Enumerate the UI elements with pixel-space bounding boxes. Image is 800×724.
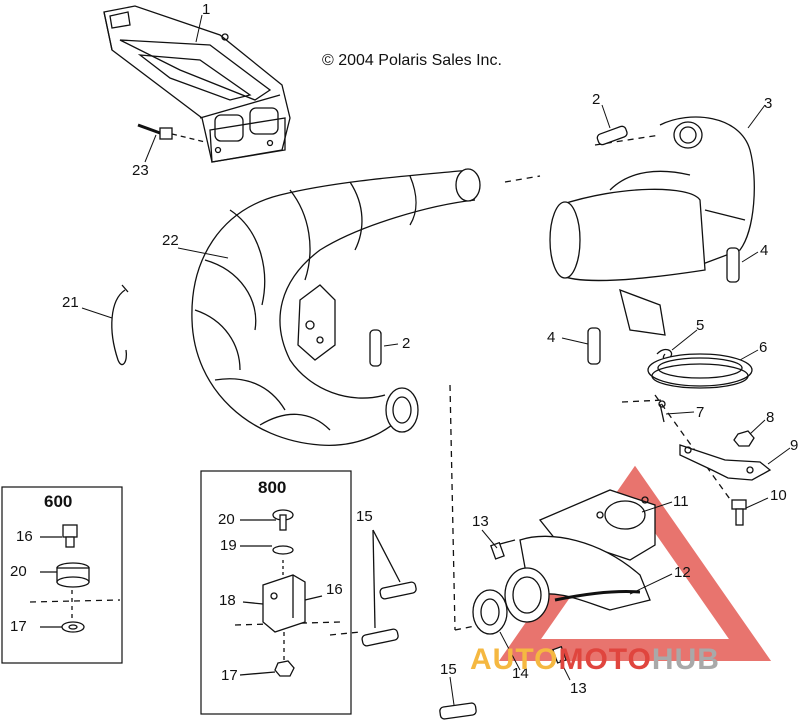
callout-2: 2 xyxy=(592,91,601,108)
callout-22: 22 xyxy=(162,232,179,249)
callout-13: 13 xyxy=(570,680,587,697)
callout-11: 11 xyxy=(673,493,689,510)
callout-4: 4 xyxy=(760,242,769,259)
leader-lines xyxy=(81,14,791,706)
part-10-bolt xyxy=(731,499,747,526)
callout-15: 15 xyxy=(440,661,457,678)
box-600-frame xyxy=(1,486,123,664)
callout-7: 7 xyxy=(696,404,705,421)
part-8-nut xyxy=(733,430,755,447)
callout-3: 3 xyxy=(764,95,773,112)
watermark-text: AUTOMOTOHUB xyxy=(470,645,720,675)
callout-2: 2 xyxy=(402,335,411,352)
part-13-stud-upper xyxy=(490,539,516,560)
part-3-muffler xyxy=(549,116,755,336)
part-14-gasket-ring xyxy=(472,589,508,635)
callout-20: 20 xyxy=(218,511,235,528)
part-21-cable xyxy=(111,284,129,366)
callout-14: 14 xyxy=(512,665,529,682)
callout-17: 17 xyxy=(221,667,238,684)
part-11-manifold xyxy=(504,489,656,623)
part-15-spring-bottom xyxy=(439,702,477,720)
part-6-gasket xyxy=(647,353,753,389)
copyright-notice: © 2004 Polaris Sales Inc. xyxy=(322,52,502,69)
part-7-pin xyxy=(658,400,666,423)
part-15-spring-lower xyxy=(361,628,399,647)
callout-10: 10 xyxy=(770,487,787,504)
box-800-frame xyxy=(200,470,352,715)
callout-19: 19 xyxy=(220,537,237,554)
callout-13: 13 xyxy=(472,513,489,530)
part-13-stud-lower xyxy=(552,645,567,664)
part-9-mount-plate xyxy=(679,444,772,481)
watermark-hub: HUB xyxy=(651,643,720,676)
box-600-title: 600 xyxy=(44,492,73,511)
callout-16: 16 xyxy=(326,581,343,598)
callout-17: 17 xyxy=(10,618,27,635)
callout-15: 15 xyxy=(356,508,373,525)
part-4-spring-mid xyxy=(587,327,601,365)
part-2-spring-mid xyxy=(369,329,382,367)
callout-20: 20 xyxy=(10,563,27,580)
part-1-mounting-bracket xyxy=(103,5,291,163)
part-4-spring-right xyxy=(726,247,740,283)
part-22-expansion-chamber xyxy=(191,168,481,446)
watermark-moto: MOTO xyxy=(558,643,652,676)
box-800-title: 800 xyxy=(258,478,287,497)
callout-1: 1 xyxy=(202,1,211,18)
callout-5: 5 xyxy=(696,317,705,334)
callout-18: 18 xyxy=(219,592,236,609)
callout-6: 6 xyxy=(759,339,768,356)
watermark-auto: AUTO xyxy=(470,643,559,676)
callout-23: 23 xyxy=(132,162,149,179)
callout-9: 9 xyxy=(790,437,799,454)
callout-12: 12 xyxy=(674,564,691,581)
callout-4: 4 xyxy=(547,329,556,346)
part-23-bolt xyxy=(137,123,206,143)
callout-21: 21 xyxy=(62,294,79,311)
callout-16: 16 xyxy=(16,528,33,545)
part-15-spring-upper xyxy=(379,581,417,600)
callout-8: 8 xyxy=(766,409,775,426)
part-2-spring-top xyxy=(596,125,628,146)
